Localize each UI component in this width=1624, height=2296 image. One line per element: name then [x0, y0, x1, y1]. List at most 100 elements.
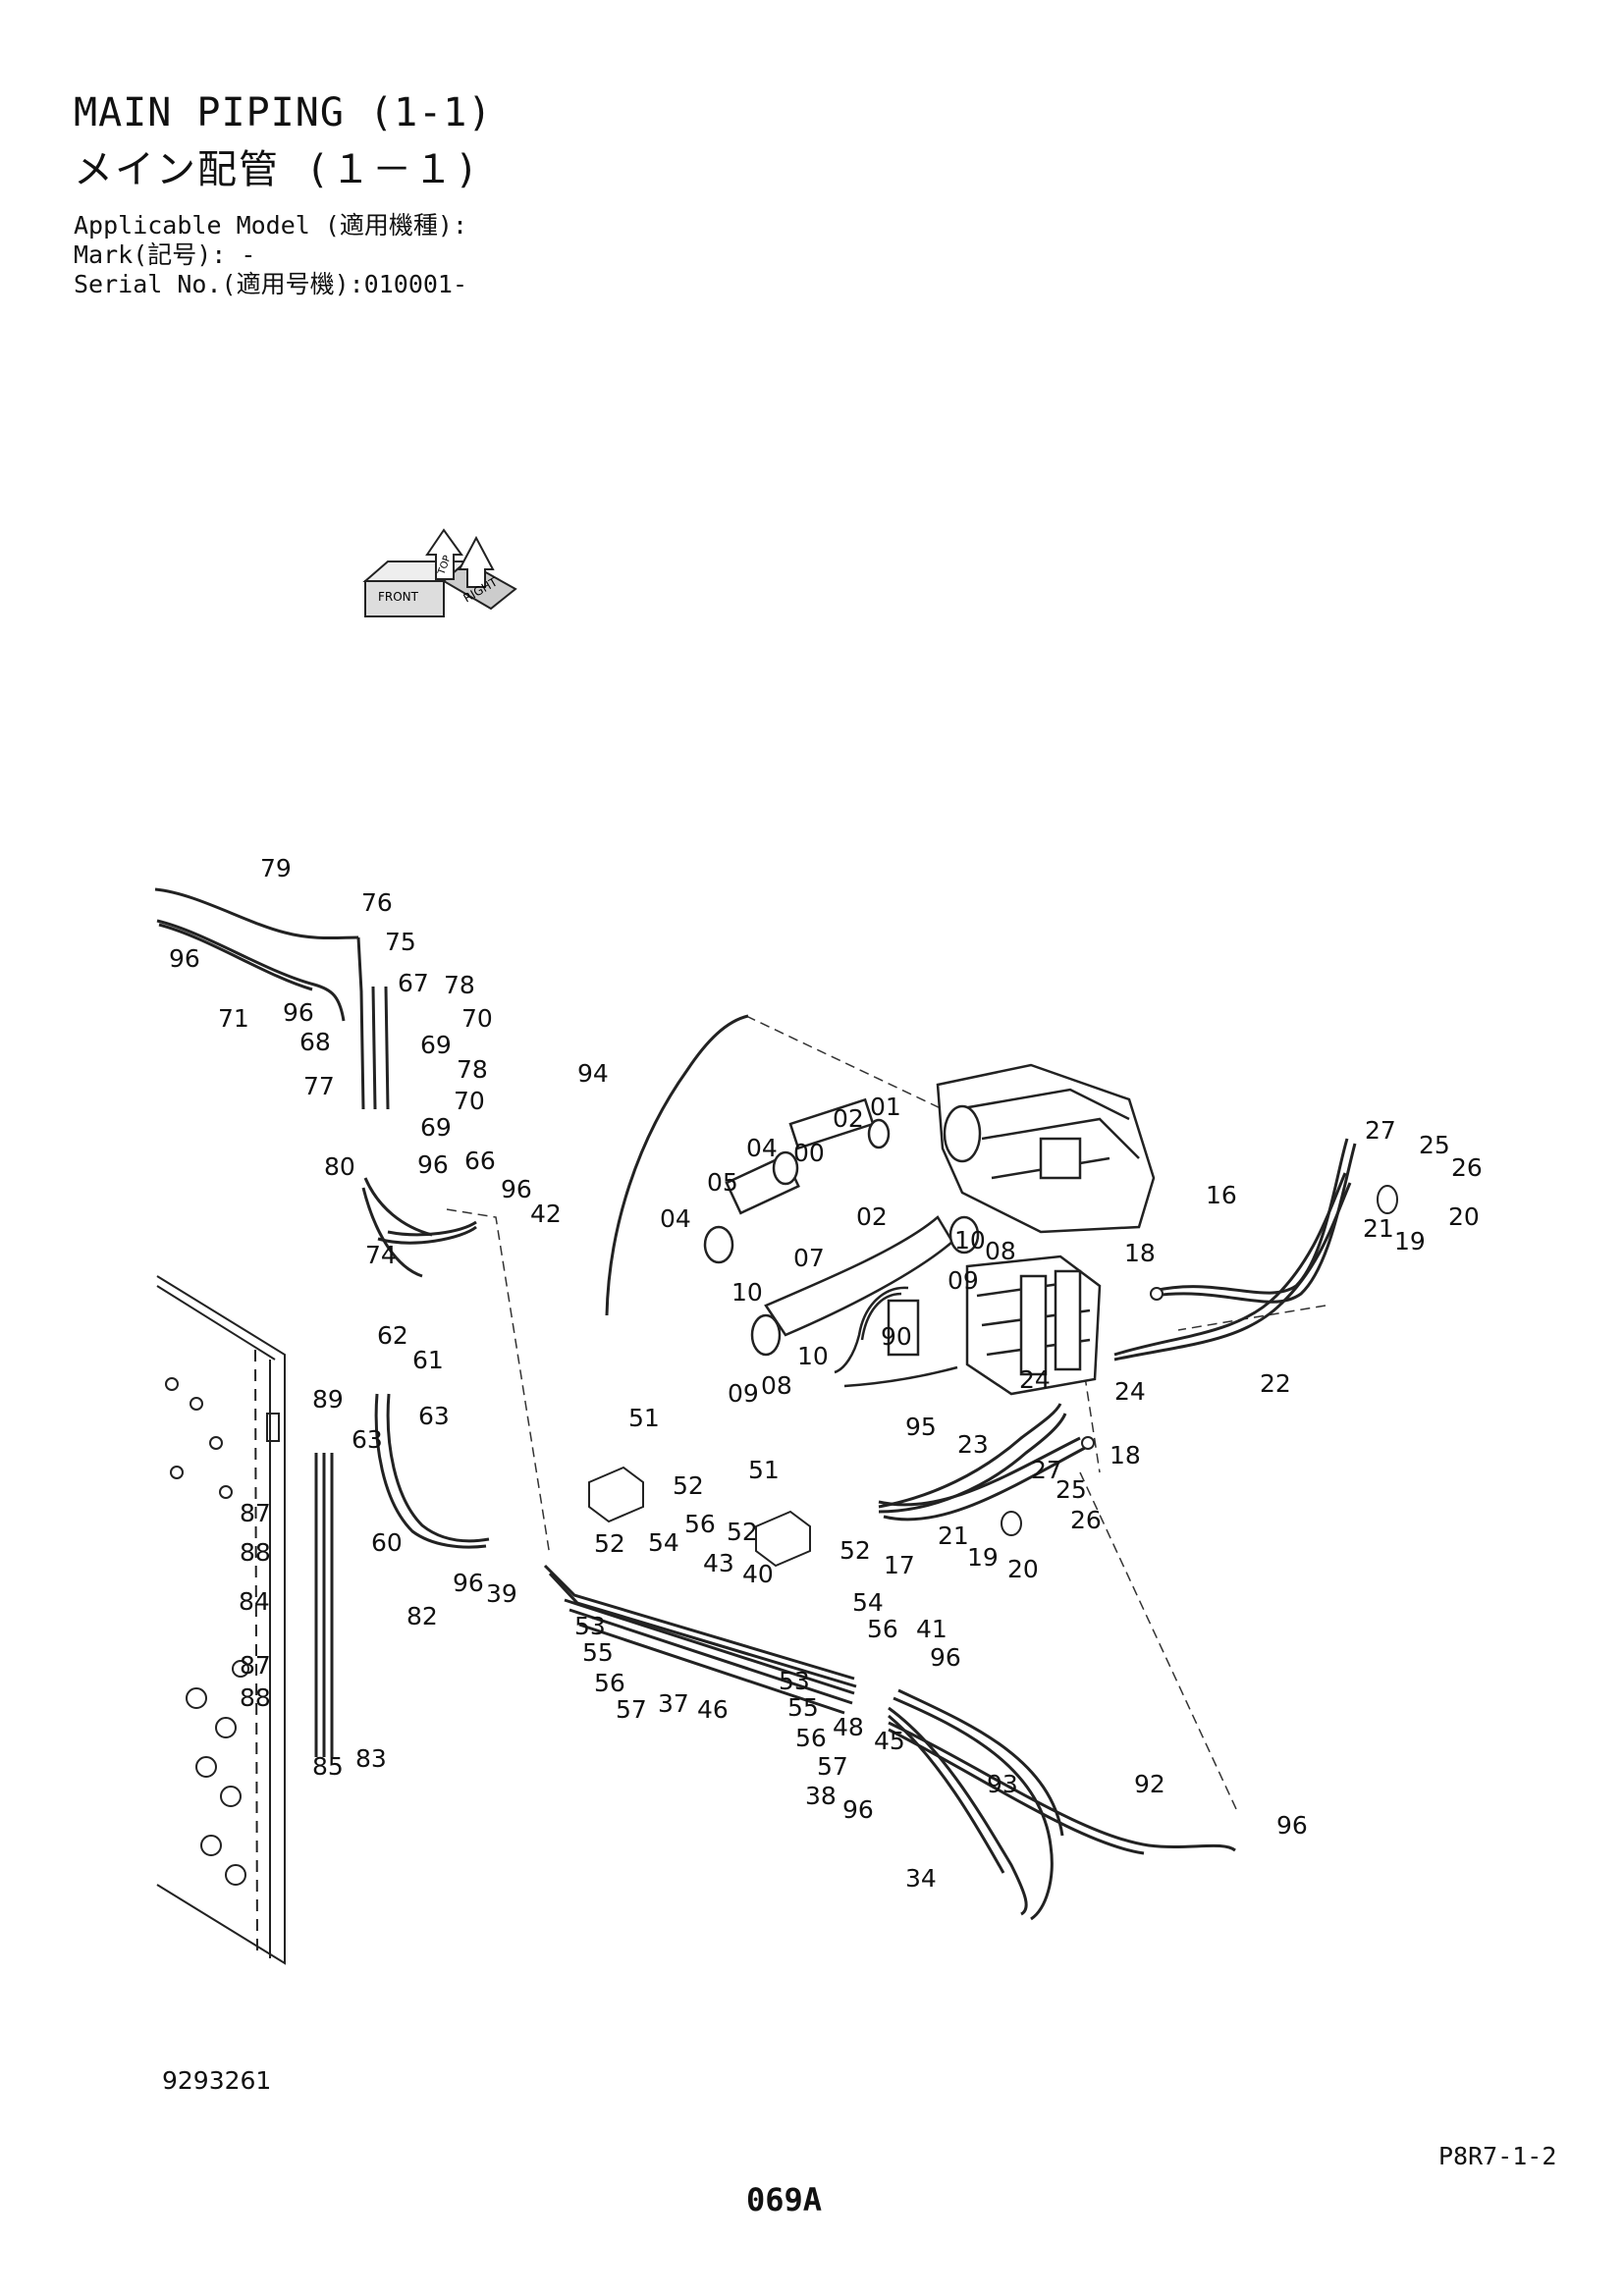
part-callout-54: 54 [852, 1588, 884, 1617]
frame-panel [156, 1275, 286, 1965]
part-callout-24: 24 [1114, 1377, 1146, 1406]
part-callout-26: 26 [1451, 1153, 1483, 1182]
part-callout-77: 77 [303, 1072, 335, 1100]
part-callout-43: 43 [703, 1549, 734, 1577]
part-callout-52: 52 [727, 1518, 758, 1546]
hoses-34-92-93 [888, 1688, 1236, 1921]
orientation-label-front: FRONT [378, 590, 419, 604]
part-callout-20: 20 [1448, 1202, 1480, 1231]
part-callout-75: 75 [385, 928, 416, 956]
part-callout-96: 96 [417, 1150, 449, 1179]
part-callout-05: 05 [707, 1168, 738, 1197]
page-number: 069A [746, 2181, 823, 2218]
part-callout-34: 34 [905, 1864, 937, 1893]
part-callout-56: 56 [684, 1510, 716, 1538]
part-callout-40: 40 [742, 1560, 774, 1588]
part-callout-96: 96 [1276, 1811, 1308, 1840]
control-valve [887, 1255, 1102, 1396]
part-callout-95: 95 [905, 1413, 937, 1441]
part-callout-08: 08 [985, 1237, 1016, 1265]
part-callout-87: 87 [240, 1651, 271, 1680]
part-callout-84: 84 [239, 1587, 270, 1616]
part-callout-70: 70 [454, 1087, 485, 1115]
part-callout-41: 41 [916, 1615, 947, 1643]
part-callout-19: 19 [1394, 1227, 1426, 1255]
fittings-right [1001, 1185, 1398, 1536]
part-callout-61: 61 [412, 1346, 444, 1374]
part-callout-25: 25 [1056, 1475, 1087, 1504]
hose-60 [374, 1393, 487, 1549]
part-callout-53: 53 [574, 1612, 606, 1640]
part-callout-21: 21 [1363, 1214, 1394, 1243]
part-callout-93: 93 [987, 1770, 1018, 1798]
part-callout-62: 62 [377, 1321, 408, 1350]
part-callout-96: 96 [930, 1643, 961, 1672]
part-callout-79: 79 [260, 854, 292, 882]
part-callout-10: 10 [797, 1342, 829, 1370]
part-callout-16: 16 [1206, 1181, 1237, 1209]
applicable-model-line: Applicable Model (適用機種): [74, 211, 468, 240]
part-callout-94: 94 [577, 1059, 609, 1088]
part-callout-18: 18 [1110, 1441, 1141, 1469]
part-callout-46: 46 [697, 1695, 729, 1724]
part-callout-83: 83 [355, 1744, 387, 1773]
part-callout-08: 08 [761, 1371, 792, 1400]
part-callout-21: 21 [938, 1522, 969, 1550]
part-callout-19: 19 [967, 1543, 999, 1572]
hose-group-top-left [154, 887, 477, 1278]
pipes-82-84 [314, 1453, 334, 1757]
catalog-code: P8R7-1-2 [1438, 2142, 1557, 2170]
part-callout-53: 53 [779, 1667, 810, 1695]
page-title-japanese: メイン配管 (１－１) [74, 147, 481, 192]
part-callout-56: 56 [795, 1724, 827, 1752]
part-callout-69: 69 [420, 1031, 452, 1059]
part-callout-57: 57 [817, 1752, 848, 1781]
part-callout-69: 69 [420, 1113, 452, 1142]
part-callout-92: 92 [1134, 1770, 1165, 1798]
part-callout-51: 51 [748, 1456, 780, 1484]
part-callout-04: 04 [746, 1134, 778, 1162]
part-callout-45: 45 [874, 1727, 905, 1755]
part-callout-78: 78 [444, 971, 475, 999]
part-callout-25: 25 [1419, 1131, 1450, 1159]
main-pump [936, 1063, 1156, 1234]
part-callout-38: 38 [805, 1782, 837, 1810]
hose-94 [605, 1014, 749, 1316]
part-callout-89: 89 [312, 1385, 344, 1414]
part-callout-56: 56 [867, 1615, 898, 1643]
part-callout-76: 76 [361, 888, 393, 917]
hoses-right [878, 1138, 1357, 1522]
part-callout-96: 96 [501, 1175, 532, 1203]
serial-number-line: Serial No.(適用号機):010001- [74, 270, 468, 298]
part-callout-88: 88 [240, 1683, 271, 1712]
part-callout-55: 55 [582, 1638, 614, 1667]
part-callout-27: 27 [1365, 1116, 1396, 1145]
part-callout-66: 66 [464, 1147, 496, 1175]
part-callout-88: 88 [240, 1538, 271, 1567]
part-callout-87: 87 [240, 1499, 271, 1527]
suction-pipe-group [703, 1097, 980, 1357]
part-callout-02: 02 [833, 1104, 864, 1133]
part-callout-54: 54 [648, 1528, 679, 1557]
part-callout-37: 37 [658, 1689, 689, 1718]
part-callout-96: 96 [842, 1795, 874, 1824]
part-callout-96: 96 [453, 1569, 484, 1597]
part-callout-10: 10 [731, 1278, 763, 1307]
mark-line: Mark(記号): - [74, 240, 256, 269]
part-callout-67: 67 [398, 969, 429, 997]
part-callout-18: 18 [1124, 1239, 1156, 1267]
long-pipes [543, 1564, 857, 1715]
part-callout-23: 23 [957, 1430, 989, 1459]
part-callout-82: 82 [406, 1602, 438, 1630]
part-callout-57: 57 [616, 1695, 647, 1724]
part-callout-55: 55 [787, 1693, 819, 1722]
part-callout-26: 26 [1070, 1506, 1102, 1534]
drawing-number: 9293261 [162, 2066, 272, 2095]
part-callout-27: 27 [1031, 1456, 1062, 1484]
part-callout-10: 10 [954, 1226, 986, 1255]
part-callout-71: 71 [218, 1004, 249, 1033]
part-callout-52: 52 [673, 1471, 704, 1500]
part-callout-04: 04 [660, 1204, 691, 1233]
